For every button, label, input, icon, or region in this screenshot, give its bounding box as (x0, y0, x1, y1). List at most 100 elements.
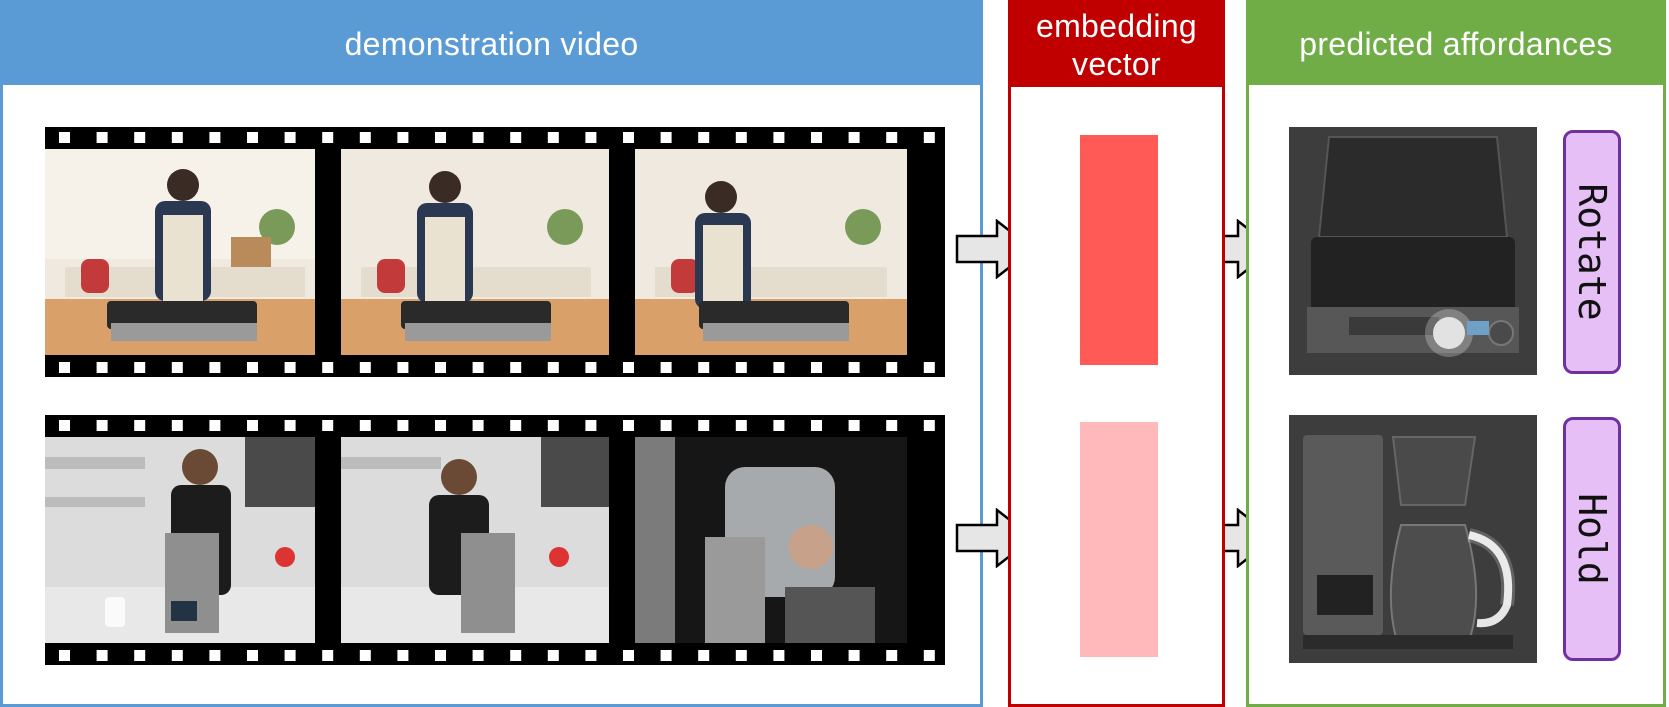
sprocket-hole (171, 132, 183, 143)
sprocket-hole (585, 650, 597, 661)
grill-press-image (1289, 127, 1537, 375)
sprocket-hole (96, 132, 108, 143)
sprocket-hole (472, 650, 484, 661)
sprocket-hole (623, 650, 634, 661)
coffee-maker-image (1289, 415, 1537, 663)
predicted-affordances-panel: predicted affordances Rotate H (1246, 0, 1666, 707)
sprocket-hole (134, 420, 146, 431)
sprocket-hole (510, 362, 522, 373)
sprocket-hole (623, 362, 634, 373)
sprocket-hole (472, 420, 484, 431)
sprocket-hole (397, 650, 409, 661)
sprocket-hole (171, 650, 183, 661)
sprocket-hole (247, 650, 258, 661)
demonstration-video-panel: demonstration video (0, 0, 983, 707)
sprocket-hole (811, 362, 822, 373)
sprocket-hole (547, 650, 559, 661)
sprocket-hole (660, 650, 672, 661)
sprocket-hole (322, 650, 334, 661)
sprocket-hole (397, 362, 409, 373)
sprocket-hole (585, 362, 597, 373)
sprocket-hole (923, 132, 935, 143)
sprocket-hole (359, 132, 371, 143)
sprocket-holes-bottom (59, 362, 935, 373)
sprocket-hole (923, 362, 935, 373)
sprocket-hole (735, 362, 747, 373)
sprocket-hole (209, 362, 221, 373)
sprocket-hole (735, 420, 747, 431)
sprocket-hole (435, 650, 446, 661)
sprocket-hole (773, 650, 785, 661)
video-frame-coffee-1 (45, 437, 315, 643)
sprocket-hole (247, 420, 258, 431)
sprocket-hole (322, 132, 334, 143)
sprocket-hole (510, 420, 522, 431)
embedding-vector-bar (1080, 135, 1158, 365)
sprocket-hole (171, 362, 183, 373)
sprocket-hole (397, 420, 409, 431)
sprocket-holes-top (59, 132, 935, 143)
sprocket-hole (134, 132, 146, 143)
sprocket-hole (284, 650, 296, 661)
sprocket-hole (848, 362, 860, 373)
sprocket-hole (811, 132, 822, 143)
sprocket-hole (322, 362, 334, 373)
filmstrip-coffee (45, 415, 945, 665)
sprocket-hole (886, 650, 898, 661)
sprocket-hole (96, 420, 108, 431)
sprocket-hole (735, 650, 747, 661)
sprocket-hole (848, 132, 860, 143)
sprocket-hole (472, 132, 484, 143)
sprocket-hole (209, 650, 221, 661)
sprocket-hole (59, 650, 70, 661)
sprocket-hole (247, 362, 258, 373)
embedding-vector-bar (1080, 422, 1158, 657)
sprocket-hole (698, 132, 710, 143)
sprocket-hole (359, 650, 371, 661)
sprocket-hole (134, 362, 146, 373)
sprocket-hole (510, 132, 522, 143)
sprocket-hole (886, 132, 898, 143)
video-frame-grill-1 (45, 149, 315, 355)
sprocket-hole (435, 362, 446, 373)
sprocket-holes-top (59, 420, 935, 431)
sprocket-hole (698, 420, 710, 431)
sprocket-hole (811, 420, 822, 431)
sprocket-hole (284, 362, 296, 373)
sprocket-hole (698, 650, 710, 661)
sprocket-hole (59, 132, 70, 143)
sprocket-hole (660, 132, 672, 143)
sprocket-hole (585, 420, 597, 431)
sprocket-hole (209, 132, 221, 143)
affordance-label-rotate: Rotate (1563, 130, 1621, 374)
affordance-label-hold: Hold (1563, 417, 1621, 661)
video-frame-coffee-3 (635, 437, 907, 643)
sprocket-hole (435, 132, 446, 143)
sprocket-hole (284, 420, 296, 431)
sprocket-hole (660, 420, 672, 431)
video-frame-coffee-2 (341, 437, 609, 643)
sprocket-hole (773, 362, 785, 373)
video-frame-grill-2 (341, 149, 609, 355)
sprocket-hole (660, 362, 672, 373)
sprocket-hole (623, 132, 634, 143)
sprocket-hole (886, 362, 898, 373)
sprocket-hole (472, 362, 484, 373)
sprocket-hole (247, 132, 258, 143)
sprocket-hole (886, 420, 898, 431)
sprocket-hole (397, 132, 409, 143)
sprocket-hole (284, 132, 296, 143)
sprocket-hole (209, 420, 221, 431)
sprocket-hole (435, 420, 446, 431)
sprocket-hole (923, 420, 935, 431)
sprocket-hole (698, 362, 710, 373)
sprocket-hole (848, 420, 860, 431)
sprocket-hole (510, 650, 522, 661)
sprocket-holes-bottom (59, 650, 935, 661)
sprocket-hole (773, 132, 785, 143)
embedding-vector-panel: embedding vector (1008, 0, 1225, 707)
sprocket-hole (96, 362, 108, 373)
sprocket-hole (811, 650, 822, 661)
sprocket-hole (735, 132, 747, 143)
sprocket-hole (848, 650, 860, 661)
